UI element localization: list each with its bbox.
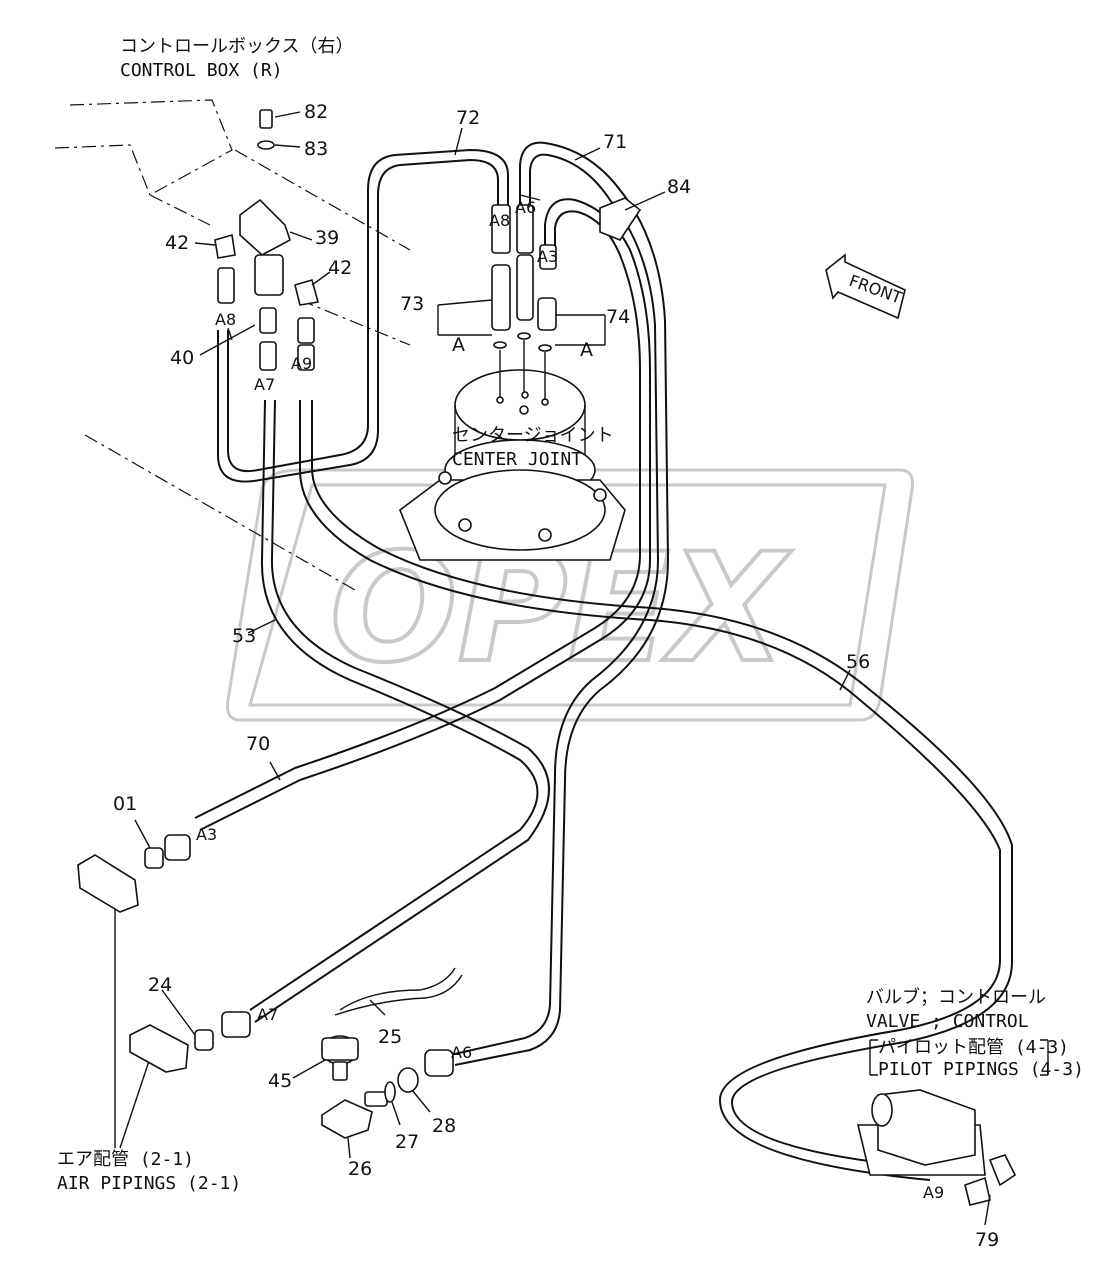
part-number: A [580, 339, 593, 361]
part-number: 83 [304, 138, 328, 160]
part-numbers: 82 83 72 71 84 39 42 42 40 73 74 A A 53 … [113, 101, 999, 1251]
connection-label: A6 [515, 198, 536, 217]
connection-label: A3 [537, 247, 558, 266]
part-number: 53 [232, 625, 256, 647]
part-number: 42 [328, 257, 352, 279]
hose-53 [249, 399, 539, 1011]
top-fittings [491, 197, 642, 352]
part-number: 82 [304, 101, 328, 123]
hose-71 [454, 141, 670, 1066]
control-valve [856, 1089, 1017, 1206]
bottom-parts [77, 834, 463, 1139]
control-box-outline [54, 99, 411, 591]
air-en-label: AIR PIPINGS (2-1) [57, 1173, 241, 1194]
part-number: 72 [456, 107, 480, 129]
connection-label: A7 [257, 1005, 278, 1024]
connection-label: A8 [489, 211, 510, 230]
front-arrow: FRONT [825, 253, 906, 320]
connection-labels: A8 A6 A3 A8 A7 A9 A3 A7 A6 A9 [196, 198, 944, 1202]
connection-label: A3 [196, 825, 217, 844]
text-labels: コントロールボックス（右） CONTROL BOX (R) センタージョイント … [57, 36, 1084, 1194]
part-number: 26 [348, 1158, 372, 1180]
part-number: A [452, 334, 465, 356]
center-joint-en-label: CENTER JOINT [452, 449, 582, 470]
part-number: 39 [315, 227, 339, 249]
pilot-jp-label: パイロット配管 (4-3) [878, 1037, 1069, 1058]
hose-72 [217, 158, 499, 483]
part-number: 28 [432, 1115, 456, 1137]
control-box-en-label: CONTROL BOX (R) [120, 60, 283, 81]
control-box-jp-label: コントロールボックス（右） [120, 36, 353, 57]
control-box-fittings [214, 109, 320, 371]
connection-label: A9 [923, 1183, 944, 1202]
part-number: 71 [603, 131, 627, 153]
part-number: 27 [395, 1131, 419, 1153]
part-number: 79 [975, 1229, 999, 1251]
hose-56 [299, 400, 1001, 1181]
valve-en-label: VALVE ; CONTROL [866, 1011, 1029, 1032]
part-number: 70 [246, 733, 270, 755]
center-joint [399, 340, 626, 561]
hoses [114, 141, 1013, 1181]
part-number: 45 [268, 1070, 292, 1092]
connection-label: A6 [451, 1043, 472, 1062]
connection-label: A7 [254, 375, 275, 394]
part-number: 42 [165, 232, 189, 254]
air-jp-label: エア配管 (2-1) [57, 1149, 194, 1170]
part-number: 24 [148, 974, 172, 996]
part-number: 56 [846, 651, 870, 673]
leader-lines [134, 111, 1049, 1226]
part-number: 84 [667, 176, 691, 198]
part-number: 40 [170, 347, 194, 369]
connection-label: A9 [291, 354, 312, 373]
part-number: 25 [378, 1026, 402, 1048]
part-number: 73 [400, 293, 424, 315]
connection-label: A8 [215, 310, 236, 329]
valve-jp-label: バルブ；コントロール [866, 986, 1046, 1008]
part-number: 74 [606, 306, 630, 328]
pilot-en-label: PILOT PIPINGS (4-3) [878, 1059, 1084, 1080]
part-number: 01 [113, 793, 137, 815]
center-joint-jp-label: センタージョイント [452, 425, 614, 446]
